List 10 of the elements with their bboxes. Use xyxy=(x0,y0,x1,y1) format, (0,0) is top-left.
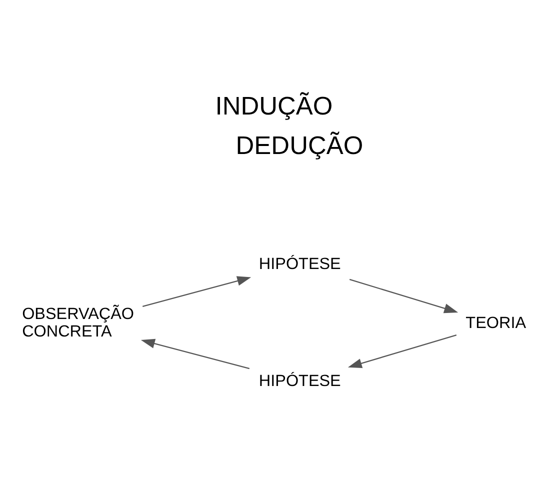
node-text: HIPÓTESE xyxy=(258,254,341,272)
node-text: TEORIA xyxy=(466,313,526,332)
node-text: HIPÓTESE xyxy=(258,371,341,390)
label: DEDUÇÃO xyxy=(236,132,364,160)
arrow xyxy=(140,338,250,369)
diagram-title: INDUÇÃO xyxy=(215,92,333,120)
arrow xyxy=(349,278,458,313)
arrow xyxy=(142,276,252,306)
node-text: OBSERVAÇÃO CONCRETA xyxy=(22,304,134,340)
arrow xyxy=(348,334,457,368)
